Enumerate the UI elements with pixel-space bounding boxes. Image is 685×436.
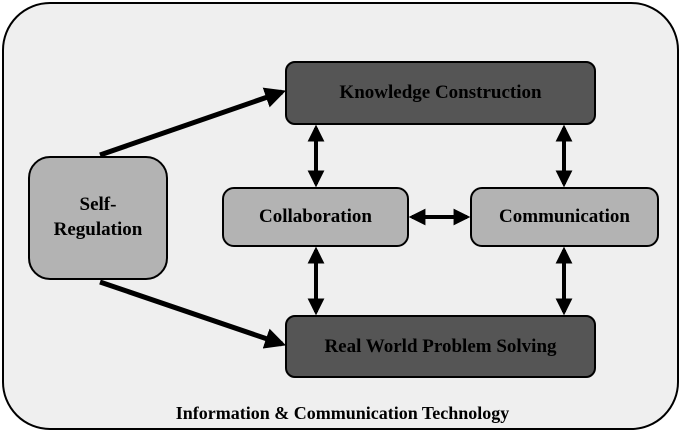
node-collaboration: Collaboration bbox=[222, 187, 409, 247]
container-label: Information & Communication Technology bbox=[175, 403, 510, 423]
arrow-self-to-problem bbox=[99, 279, 286, 349]
arrow-self-to-knowledge bbox=[99, 87, 286, 158]
node-communication-label: Communication bbox=[499, 206, 630, 227]
node-self-regulation-line1: Self- bbox=[79, 194, 117, 216]
node-communication: Communication bbox=[470, 187, 659, 247]
node-knowledge-label: Knowledge Construction bbox=[339, 82, 542, 103]
node-real-world-problem-solving: Real World Problem Solving bbox=[285, 315, 596, 378]
node-self-regulation-line2: Regulation bbox=[53, 219, 143, 240]
node-knowledge-construction: Knowledge Construction bbox=[285, 61, 596, 125]
node-problem-label: Real World Problem Solving bbox=[324, 335, 557, 357]
node-collaboration-label: Collaboration bbox=[259, 206, 372, 227]
node-self-regulation: Self- Regulation bbox=[28, 156, 168, 280]
